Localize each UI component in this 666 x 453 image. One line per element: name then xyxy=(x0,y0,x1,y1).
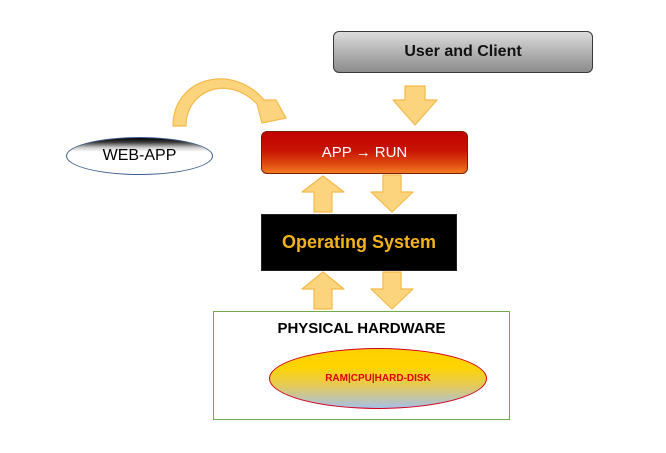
physical-hardware-box: PHYSICAL HARDWARE RAM|CPU|HARD-DISK xyxy=(213,311,510,420)
user-and-client-box: User and Client xyxy=(333,31,593,73)
hardware-components-ellipse: RAM|CPU|HARD-DISK xyxy=(269,348,487,409)
app-run-box: APP → RUN xyxy=(261,131,468,174)
operating-system-box: Operating System xyxy=(261,214,457,271)
user-and-client-label: User and Client xyxy=(404,43,522,60)
physical-hardware-label: PHYSICAL HARDWARE xyxy=(277,320,446,337)
arrow-os-to-app xyxy=(301,175,345,213)
arrow-os-to-hw xyxy=(370,271,414,310)
arrow-webapp-to-app xyxy=(172,78,287,127)
operating-system-label: Operating System xyxy=(281,232,437,252)
hardware-components-label: RAM|CPU|HARD-DISK xyxy=(325,373,431,384)
app-label: APP xyxy=(321,144,352,161)
run-label: RUN xyxy=(374,144,408,161)
web-app-label: WEB-APP xyxy=(102,147,177,164)
arrow-app-to-os xyxy=(370,174,414,213)
arrow-hw-to-os xyxy=(301,271,345,310)
right-arrow-icon: → xyxy=(355,144,371,161)
web-app-ellipse: WEB-APP xyxy=(66,137,213,175)
arrow-user-to-app xyxy=(392,85,438,126)
